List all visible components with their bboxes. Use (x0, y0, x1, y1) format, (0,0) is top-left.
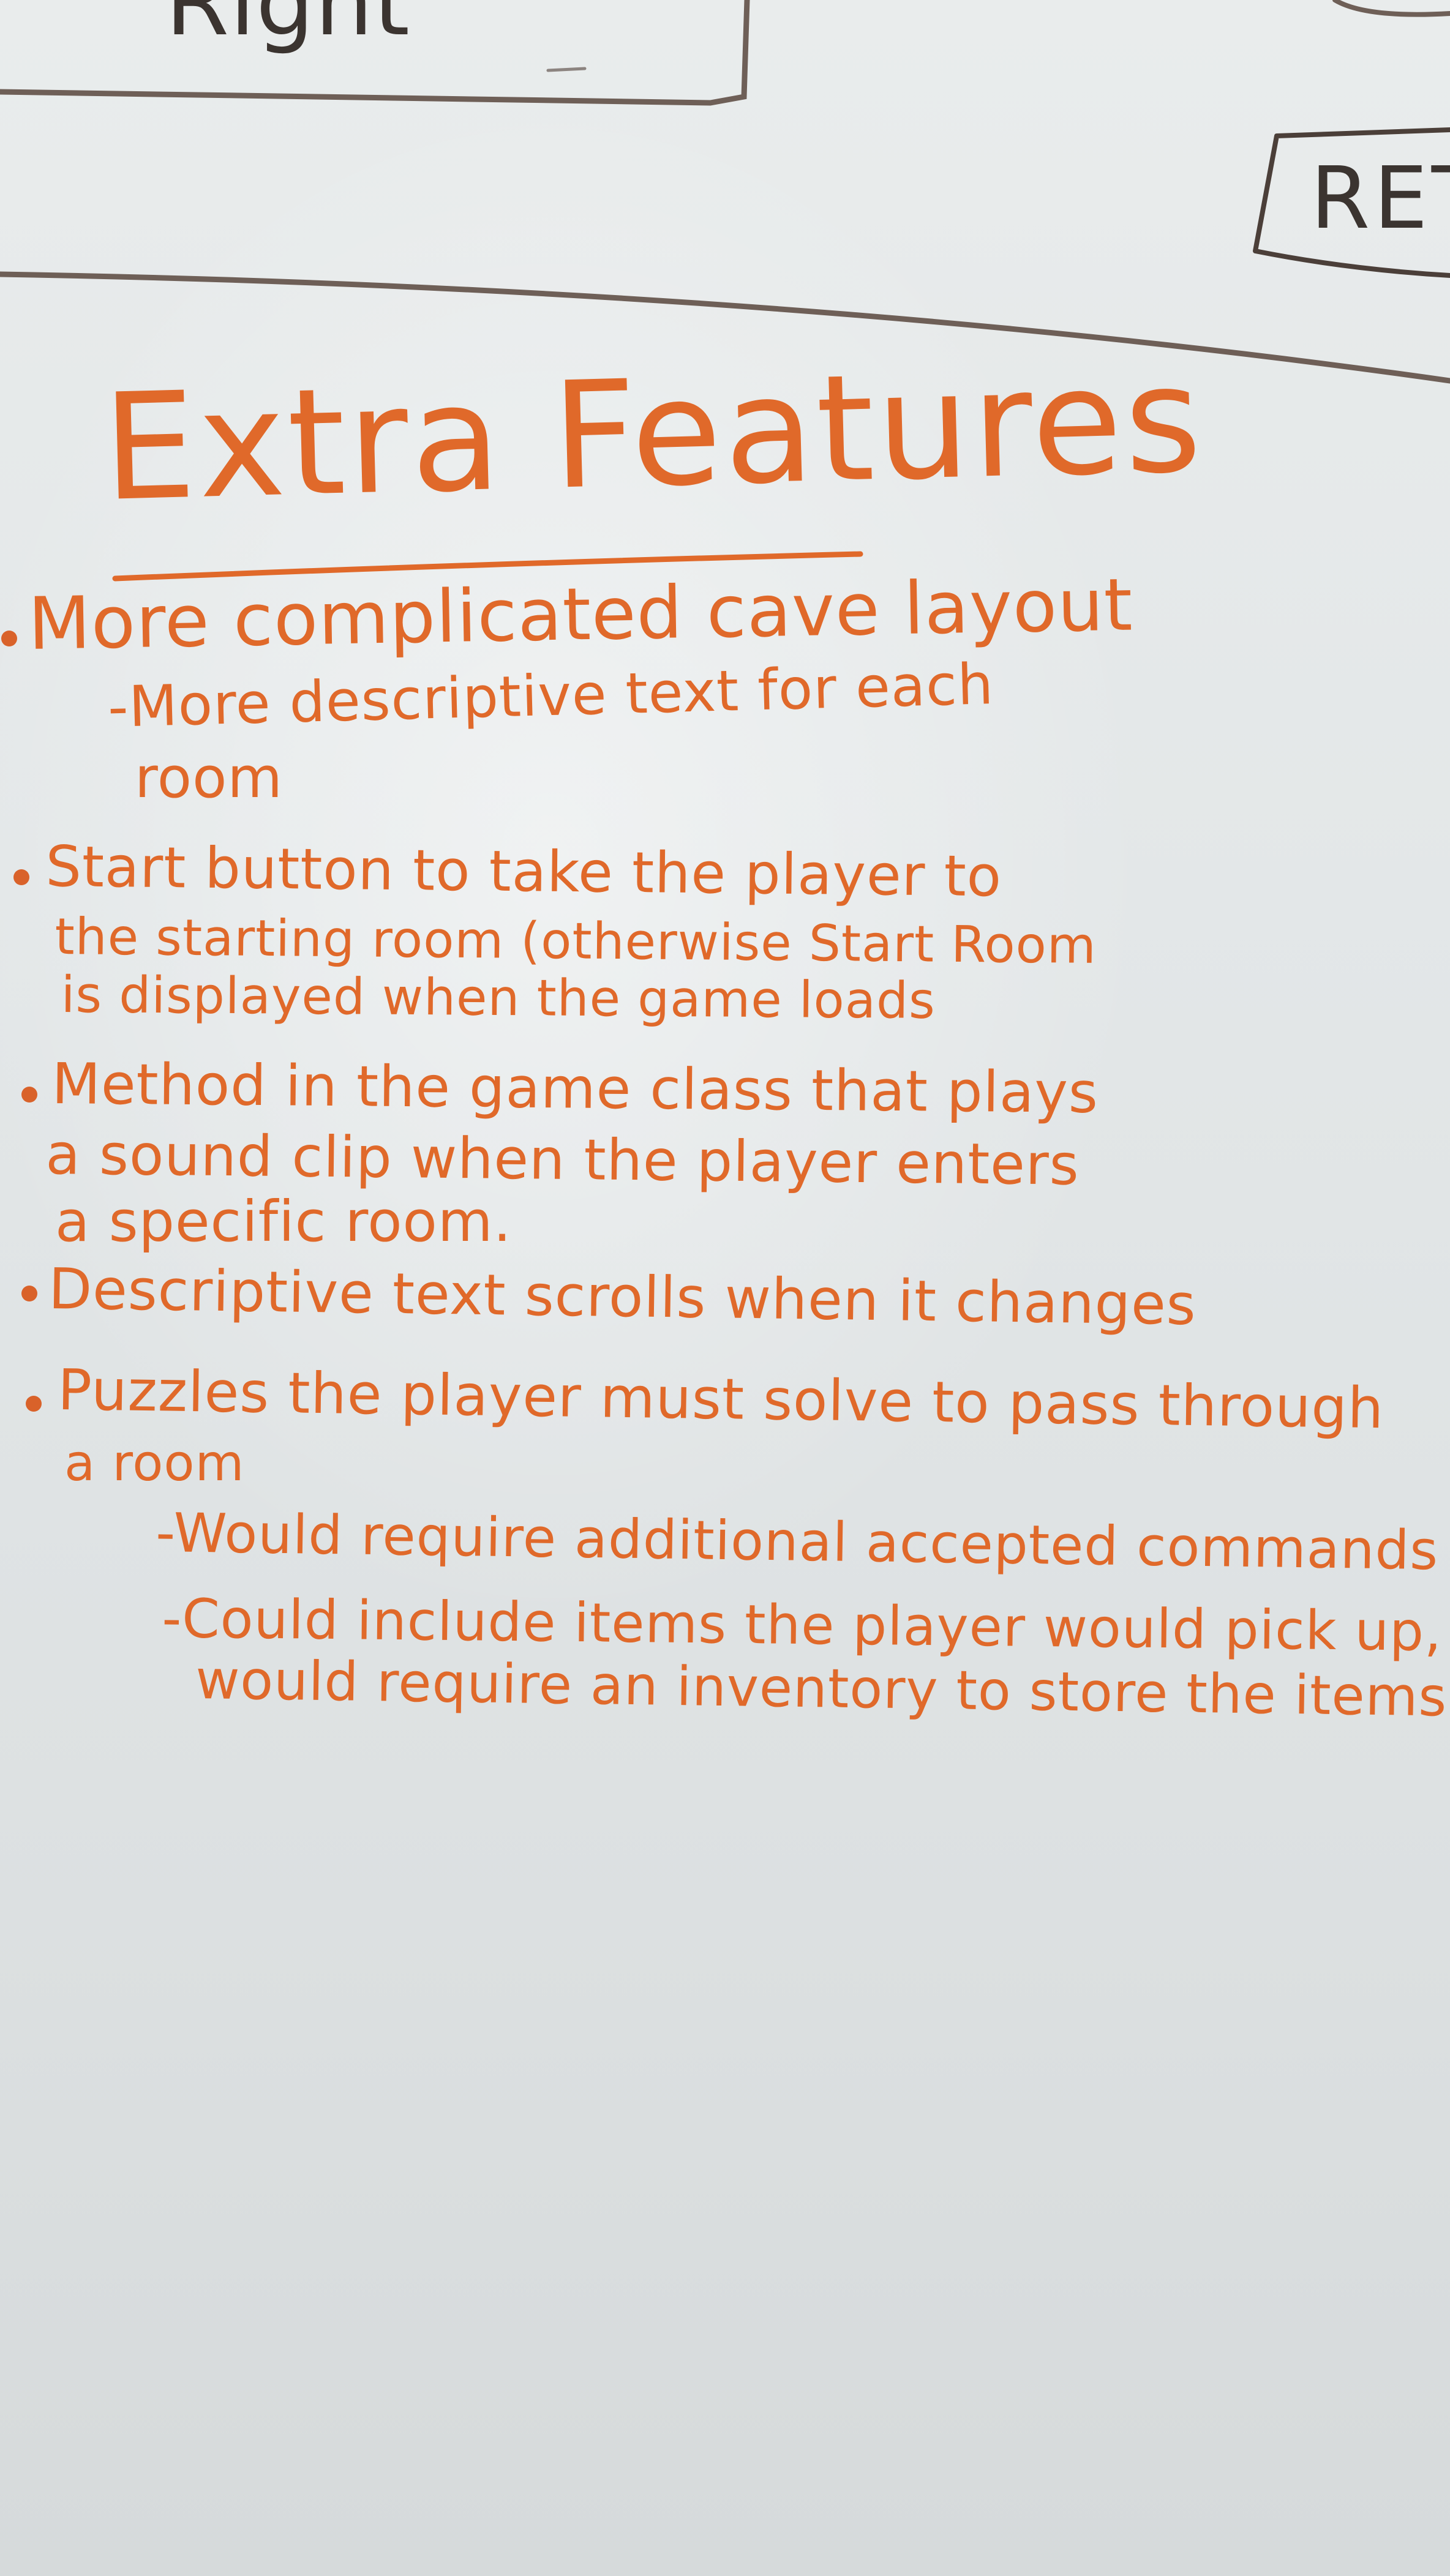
bullet-dot (21, 1087, 37, 1103)
top-left-box-text: Right (165, 0, 410, 56)
list-item-line: More complicated cave layout (27, 562, 1134, 666)
sub-item-line: room (135, 745, 283, 811)
list-item-line: the starting room (otherwise Start Room (54, 908, 1097, 975)
top-right-box (1253, 127, 1450, 278)
top-right-box-text: RET (1310, 149, 1450, 249)
top-left-box-edge (0, 0, 750, 106)
list-item-line: a sound clip when the player enters (45, 1121, 1080, 1198)
stray-mark (546, 67, 587, 72)
list-item-line: is displayed when the game loads (61, 966, 936, 1030)
list-item-line: a room (64, 1434, 245, 1492)
bullet-dot (13, 869, 29, 885)
bullet-dot (26, 1396, 42, 1412)
bullet-dot (1, 631, 17, 646)
list-item-line: Method in the game class that plays (51, 1051, 1099, 1126)
list-item-line: Start button to take the player to (45, 834, 1002, 910)
page-title: Extra Features (100, 333, 1206, 534)
sub-item-line: would require an inventory to store the … (195, 1648, 1448, 1729)
title-underline (112, 551, 863, 582)
section-divider (0, 271, 1450, 384)
list-item-line: Descriptive text scrolls when it changes (48, 1256, 1197, 1338)
sub-item-line: -Could include items the player would pi… (162, 1587, 1443, 1663)
list-item-line: a specific room. (55, 1189, 512, 1254)
bullet-dot (21, 1286, 37, 1301)
top-right-box-fragment-edge (1332, 0, 1450, 17)
